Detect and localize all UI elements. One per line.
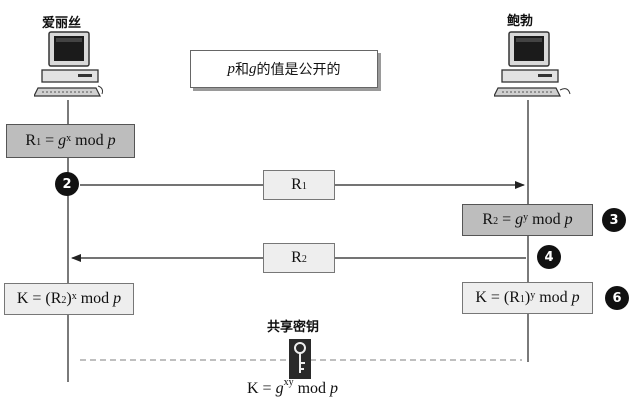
note-rest: 的值是公开的	[256, 62, 341, 78]
shared-key-title: 共享密钥	[267, 320, 320, 335]
party-name-left: 爱丽丝	[42, 16, 82, 31]
party-name-right: 鲍勃	[507, 14, 534, 29]
note-p: p	[227, 60, 236, 77]
note-g: g	[249, 60, 257, 77]
step-badge-3: 3	[602, 208, 626, 232]
computer-icon-left	[34, 31, 103, 97]
computer-icon-right	[494, 31, 571, 97]
public-values-note: p 和 g 的值是公开的	[190, 50, 378, 88]
key-icon	[289, 339, 311, 379]
step-badge-4: 4	[537, 245, 561, 269]
shared-key-formula: K = gxy mod p	[247, 376, 339, 397]
step-badge-2: 2	[55, 172, 79, 196]
step-badge-6: 6	[605, 286, 629, 310]
note-and: 和	[235, 62, 249, 78]
